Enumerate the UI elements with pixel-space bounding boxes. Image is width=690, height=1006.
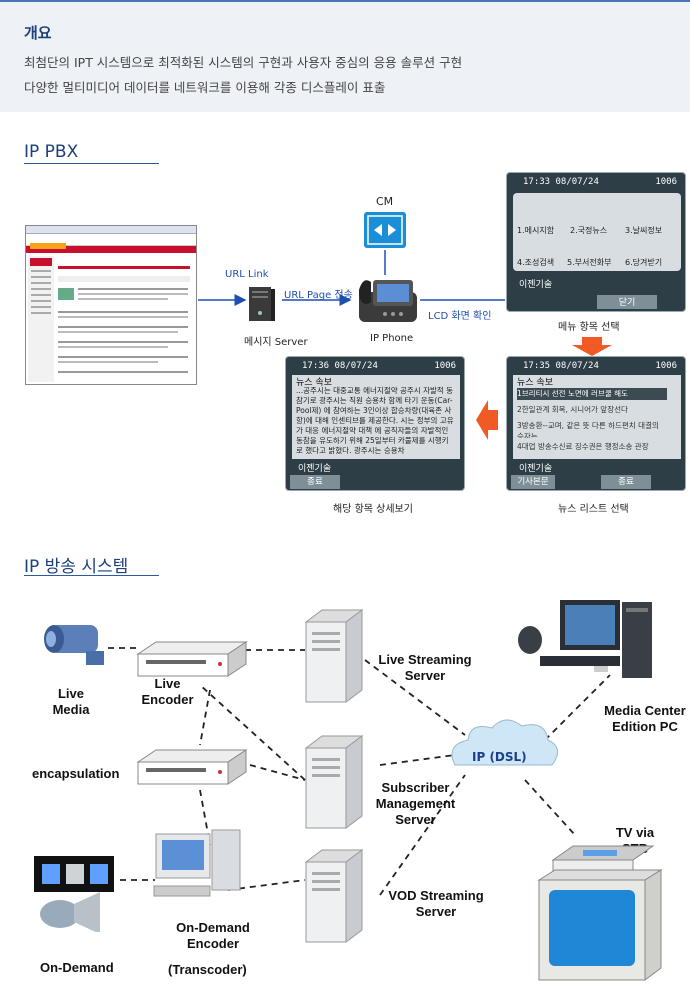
ippbx-underline	[24, 163, 159, 164]
web-page-screenshot	[25, 225, 197, 385]
news-list-item-4[interactable]: 4대업 방송수신료 징수권은 행정소송 관장	[517, 442, 649, 451]
call-manager-icon	[364, 212, 406, 248]
menu-time: 17:33 08/07/24	[523, 177, 599, 187]
broadcast-connectors	[108, 647, 611, 896]
video-camera-icon	[44, 625, 104, 665]
detail-header: 뉴스 속보	[296, 378, 332, 388]
news-list-item-1[interactable]: 1브리티시 선전 노면에 러브쿨 해도	[517, 388, 667, 400]
subscriber-server-icon	[304, 735, 364, 829]
od-encoder-label: On-Demand Encoder	[176, 920, 250, 951]
menu-item-2[interactable]: 2.국정뉴스	[570, 226, 608, 235]
vod-server-icon	[304, 849, 364, 943]
overview-line-1: 최첨단의 IPT 시스템으로 최적화된 시스템의 구현과 사용자 중심의 응용 …	[24, 55, 463, 70]
list-header: 뉴스 속보	[517, 378, 553, 388]
news-detail-screen: 17:36 08/07/24 1006 뉴스 속보 ...공주시는 대중교통 에너…	[285, 356, 465, 491]
menu-item-1[interactable]: 1.메시지함	[517, 226, 555, 235]
news-list-item-2[interactable]: 2한일관계 회복, 시니어가 앞장선다	[517, 405, 628, 414]
list-caption: 뉴스 리스트 선택	[558, 504, 629, 515]
ippbx-connectors	[198, 250, 612, 440]
tv-set-top-box-icon	[537, 845, 663, 981]
on-demand-label: On-Demand	[40, 960, 114, 975]
mce-pc-label: Media Center Edition PC	[604, 703, 686, 734]
broadcast-underline	[24, 575, 159, 576]
menu-softkey-label: 이젠기술	[519, 280, 553, 290]
ippbx-title: IP PBX	[24, 142, 79, 162]
article-button[interactable]: 기사본문	[511, 475, 555, 489]
detail-exit-button[interactable]: 종료	[290, 475, 340, 489]
menu-item-5[interactable]: 5.부서전화부	[567, 258, 612, 267]
detail-time: 17:36 08/07/24	[302, 361, 378, 371]
overview-title: 개요	[24, 24, 52, 42]
cm-label: CM	[376, 195, 394, 208]
media-center-pc-icon	[518, 600, 652, 678]
close-button[interactable]: 닫기	[597, 295, 657, 309]
menu-item-3[interactable]: 3.날씨정보	[625, 226, 663, 235]
subscriber-label: Subscriber Management Server	[375, 780, 456, 827]
live-media-label: Live Media	[52, 686, 90, 717]
live-streaming-label: Live Streaming Server	[378, 652, 472, 683]
news-list-screen: 17:35 08/07/24 1006 뉴스 속보 1브리티시 선전 노면에 러브…	[506, 356, 686, 491]
film-reel-icon	[34, 856, 114, 932]
list-ext: 1006	[655, 361, 677, 371]
menu-caption: 메뉴 항목 선택	[558, 322, 620, 333]
list-exit-button[interactable]: 종료	[601, 475, 651, 489]
cloud-icon	[451, 719, 559, 766]
menu-item-6[interactable]: 6.당겨받기	[625, 258, 663, 267]
overview-line-2: 다양한 멀티미디어 데이터를 네트워크를 이용해 각종 디스플레이 표출	[24, 80, 386, 95]
message-server-label: 메시지 Server	[244, 337, 308, 348]
vod-streaming-label: VOD Streaming Server	[388, 888, 484, 919]
message-server-icon	[249, 287, 275, 321]
url-link-label: URL Link	[225, 269, 269, 280]
list-softkey-label: 이젠기술	[519, 464, 553, 474]
live-encoder-label: Live Encoder	[141, 676, 194, 707]
overview-panel: 개요 최첨단의 IPT 시스템으로 최적화된 시스템의 구현과 사용자 중심의 …	[0, 0, 690, 112]
menu-ext: 1006	[655, 177, 677, 187]
ip-dsl-label: IP (DSL)	[472, 750, 527, 764]
detail-softkey-label: 이젠기술	[298, 464, 332, 474]
transcoder-label: (Transcoder)	[168, 962, 247, 977]
live-streaming-server-icon	[304, 609, 364, 703]
menu-item-4[interactable]: 4.조성검색	[517, 258, 555, 267]
list-time: 17:35 08/07/24	[523, 361, 599, 371]
encapsulation-device-icon	[136, 749, 248, 785]
detail-caption: 해당 항목 상세보기	[333, 504, 413, 515]
encapsulation-label: encapsulation	[32, 766, 120, 781]
down-arrow-icon	[572, 337, 612, 356]
url-page-label: URL Page 전송	[284, 290, 353, 301]
detail-ext: 1006	[434, 361, 456, 371]
broadcast-title: IP 방송 시스템	[24, 557, 129, 577]
ip-phone-label: IP Phone	[370, 333, 414, 344]
ip-phone-icon	[359, 280, 417, 322]
news-list-item-3[interactable]: 3방송환--교며, 같은 뜻 다른 하드편치 대결의 승자는	[517, 421, 659, 438]
left-arrow-icon	[476, 400, 498, 440]
on-demand-encoder-icon	[153, 829, 241, 897]
detail-body: ...공주시는 대중교통 에너지절약 공주시 자발적 동참기로 광주시는 직원 …	[296, 386, 454, 455]
lcd-check-label: LCD 화면 확인	[428, 311, 492, 322]
live-encoder-icon	[136, 641, 248, 677]
